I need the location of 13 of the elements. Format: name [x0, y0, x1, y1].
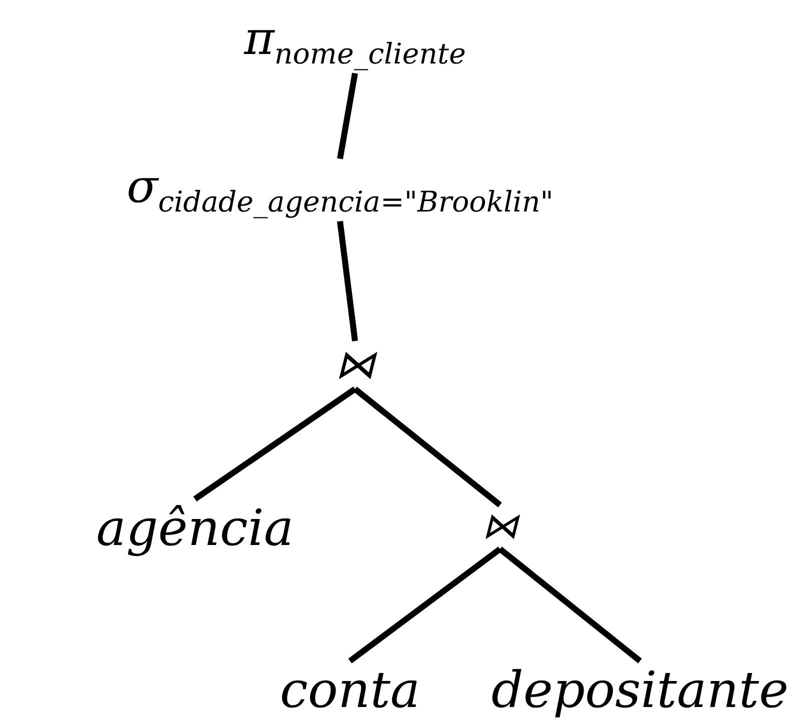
relation-name: depositante — [487, 663, 793, 717]
relation-name: agência — [92, 501, 298, 555]
projection-expression: π$_{nome_cliente}$ — [240, 12, 470, 72]
relation-name: conta — [276, 663, 424, 717]
tree-edge — [337, 72, 358, 160]
join-symbol: ⋈ — [478, 507, 522, 547]
selection-expression: σ$_{cidade_agencia="Brooklin"}$ — [122, 160, 558, 220]
tree-edge — [353, 386, 502, 508]
tree-edge — [498, 546, 642, 664]
join-symbol: ⋈ — [331, 343, 379, 387]
tree-edge — [348, 546, 502, 664]
tree-edge — [193, 386, 357, 502]
tree-edge — [337, 220, 358, 342]
